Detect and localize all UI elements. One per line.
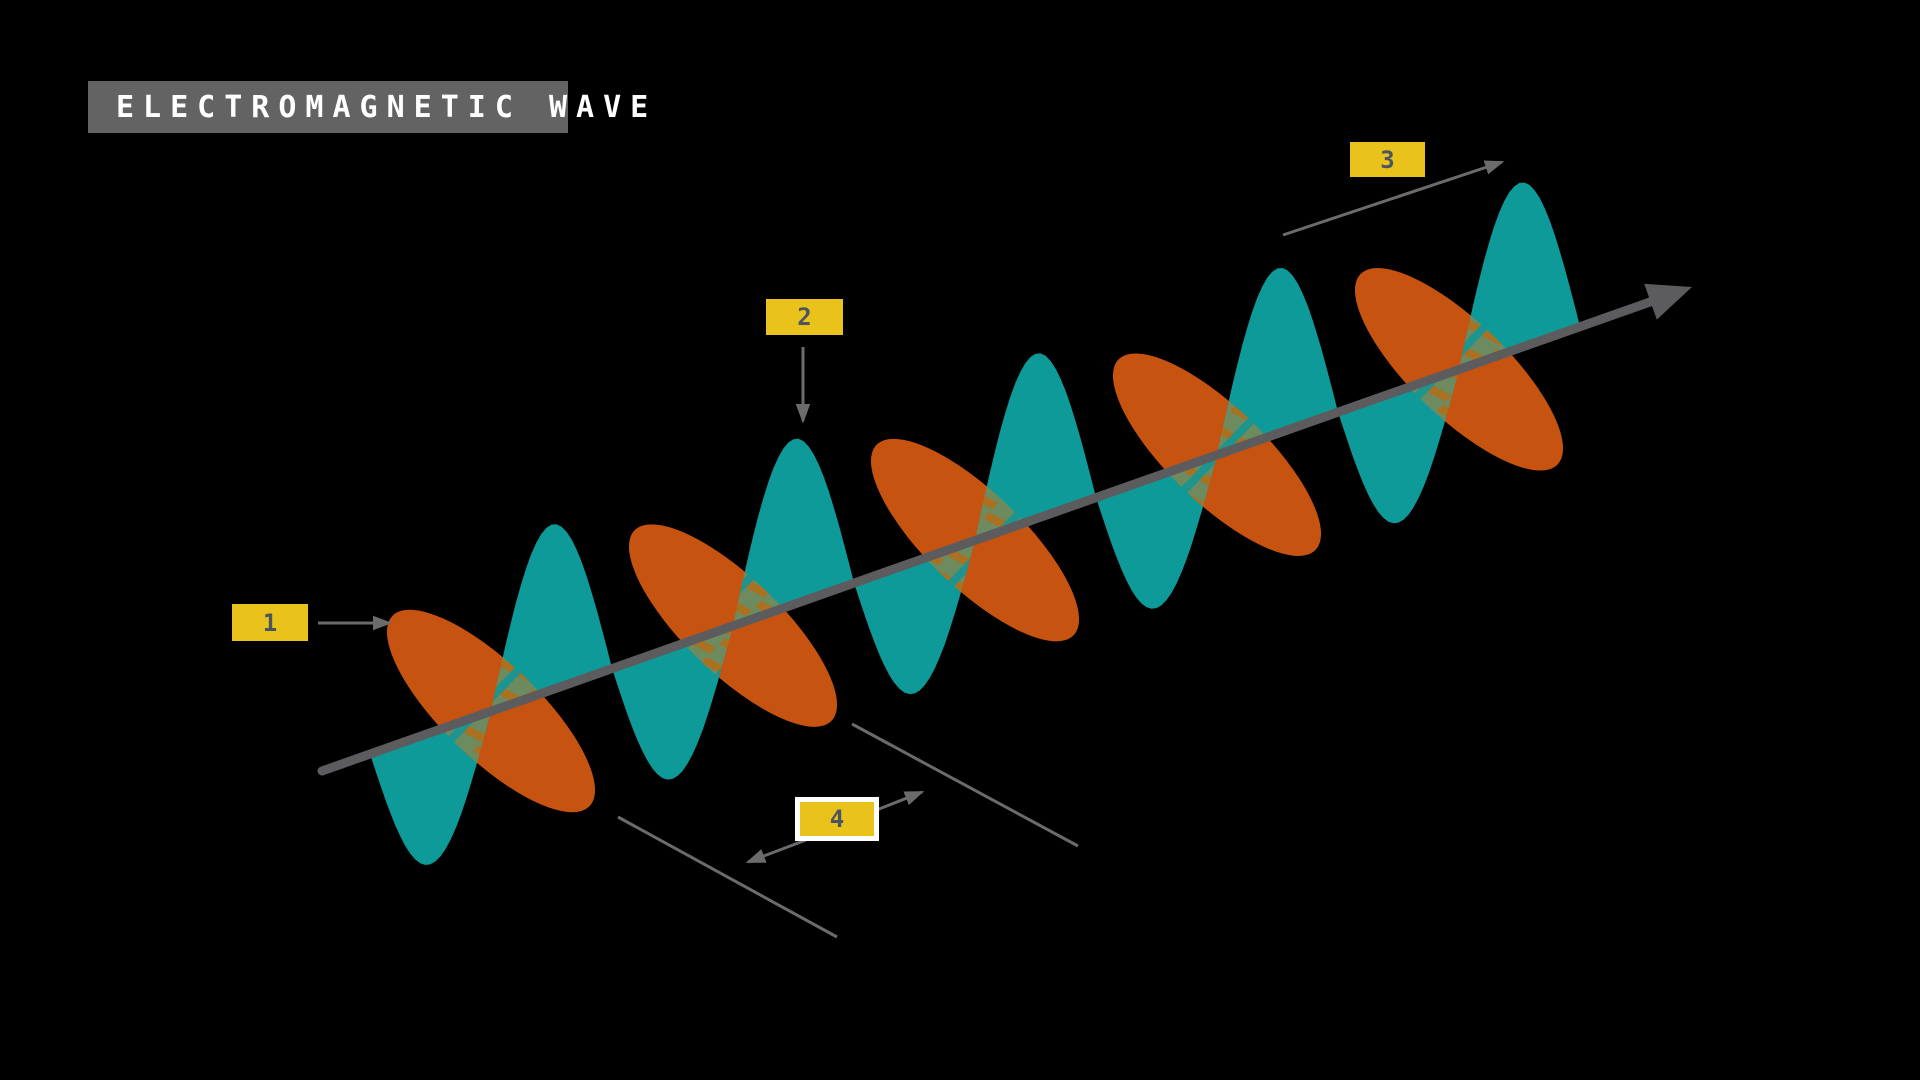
electric-field-lobe	[491, 524, 612, 711]
label-3-arrow	[1282, 160, 1505, 237]
label-1-text: 1	[262, 608, 278, 637]
diagram-title-text: ELECTROMAGNETIC WAVE	[116, 89, 658, 125]
electric-field-lobe	[1459, 182, 1580, 370]
electric-field-lobe	[1096, 454, 1217, 609]
electric-field-lobe	[854, 540, 975, 695]
propagation-axis	[317, 297, 1655, 776]
electric-field-wave	[370, 182, 1580, 865]
label-2-text: 2	[797, 303, 812, 331]
label-3-text: 3	[1380, 145, 1395, 174]
axis-arrowhead	[1644, 283, 1692, 320]
label-2: 2	[766, 299, 843, 335]
wavelength-marker-line-left	[617, 815, 838, 939]
label-4-arrow-left	[745, 838, 807, 864]
electric-field-lobe	[975, 353, 1096, 541]
label-3: 3	[1350, 142, 1425, 177]
electric-field-lobe	[1217, 268, 1338, 455]
diagram-title: ELECTROMAGNETIC WAVE	[88, 81, 648, 133]
electric-field-lobe	[370, 711, 491, 865]
electric-field-lobe	[733, 438, 854, 626]
label-4-text: 4	[829, 805, 845, 833]
electric-field-lobe	[612, 625, 733, 780]
electric-field-lobe	[1338, 369, 1459, 524]
wavelength-marker-line-right	[851, 722, 1079, 848]
label-4: 4	[795, 797, 879, 841]
label-1: 1	[232, 604, 308, 641]
